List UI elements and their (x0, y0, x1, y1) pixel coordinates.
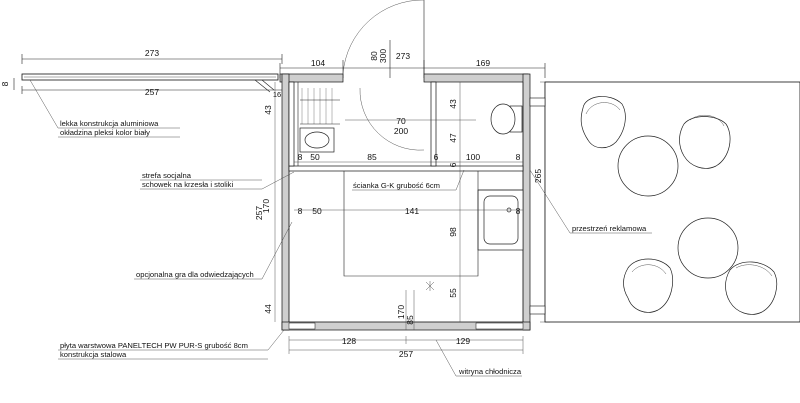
label-panel-line1: płyta warstwowa PANELTECH PW PUR-S grubo… (60, 341, 248, 350)
label-social-line1: strefa socjalna (142, 171, 192, 180)
label-canopy-line2: okładzina pleksi kolor biały (60, 128, 150, 137)
label-fridge: witryna chłodnicza (458, 367, 522, 376)
dim-left-43: 43 (263, 105, 273, 115)
dim-row2-50: 50 (312, 206, 322, 216)
dim-top-left-width: 273 (145, 48, 159, 58)
label-games: opcjonalna gra dla odwiedzających (136, 270, 254, 279)
chair-icon (580, 96, 626, 149)
counter (343, 171, 523, 277)
dim-mid-98: 98 (448, 227, 458, 237)
label-social-line2: schowek na krzesła i stoliki (142, 180, 233, 189)
label-panel-line2: konstrukcja stalowa (60, 350, 127, 359)
dim-right-265: 265 (533, 169, 543, 183)
dim-row1-8b: 8 (516, 152, 521, 162)
dim-bottom-129: 129 (456, 336, 470, 346)
dim-row1-6b: 6 (448, 162, 458, 167)
canopy (21, 73, 279, 93)
sink-icon (477, 189, 524, 251)
dim-bottom-257: 257 (399, 349, 413, 359)
dim-row1-6a: 6 (434, 152, 439, 162)
label-canopy-line1: lekka konstrukcja aluminiowa (60, 119, 159, 128)
dim-row1-100: 100 (466, 152, 480, 162)
dim-row2-8: 8 (298, 206, 303, 216)
chair-icon (623, 258, 673, 313)
partition-walls (288, 81, 524, 172)
dim-container-left: 104 (311, 58, 325, 68)
dim-door-80: 80 (369, 51, 379, 61)
toilet-icon (490, 103, 523, 135)
round-table-icon (677, 217, 739, 279)
sink-icon (299, 127, 335, 153)
dim-row1-50: 50 (310, 152, 320, 162)
dim-row2-8b: 8 (516, 206, 521, 216)
dim-bottom-170: 170 (396, 305, 406, 319)
label-ad-space: przestrzeń reklamowa (572, 224, 647, 233)
dim-canopy-length: 257 (145, 87, 159, 97)
dim-mid-55: 55 (448, 288, 458, 298)
dim-container-top-mid: 273 (396, 51, 410, 61)
dim-row1-85: 85 (367, 152, 377, 162)
dim-bottom-128: 128 (342, 336, 356, 346)
hatch-area (300, 88, 340, 125)
dim-bottom-85: 85 (405, 315, 415, 325)
dim-ceiling-200: 200 (394, 126, 408, 136)
dim-row1-8: 8 (298, 152, 303, 162)
door-swing-icon (342, 0, 425, 151)
chair-icon (679, 114, 731, 169)
dim-left-thickness: 8 (0, 81, 10, 86)
dim-left-170: 170 (261, 199, 271, 213)
dim-left-44: 44 (263, 304, 273, 314)
chair-icon (725, 261, 777, 315)
dim-mid-43: 43 (448, 99, 458, 109)
label-partition: ścianka G-K grubość 6cm (353, 181, 440, 190)
dim-wall-16: 16 (273, 90, 281, 99)
dim-left-257: 257 (254, 206, 264, 220)
dim-ceiling-70: 70 (396, 116, 406, 126)
dim-mid-47: 47 (448, 133, 458, 143)
dim-container-right: 169 (476, 58, 490, 68)
dim-row2-141: 141 (405, 206, 419, 216)
dim-door-300: 300 (378, 49, 388, 63)
round-table-icon (617, 135, 679, 197)
light-marker-icon (425, 281, 435, 291)
leader-lines (29, 79, 652, 377)
dimension-lines-top (13, 40, 546, 94)
